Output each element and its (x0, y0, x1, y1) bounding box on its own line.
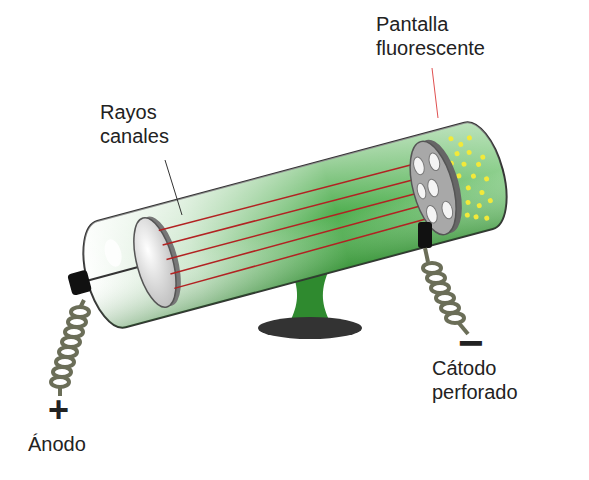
anode-plug (67, 270, 92, 296)
tube-shading (73, 116, 517, 334)
screen-leader-line (432, 68, 438, 118)
tube-body (73, 116, 517, 334)
glass-tube (56, 116, 517, 338)
anode-coil (51, 300, 89, 396)
part-label: Rayos canales (100, 100, 195, 148)
canal-rays (159, 160, 439, 289)
anode-disc (126, 213, 185, 311)
part-label: Pantalla fluorescente (376, 12, 506, 60)
cathode-plug (418, 222, 432, 248)
stand-base (258, 317, 362, 339)
electrode-label: Cátodo perforado (432, 356, 552, 404)
cathode-holes (409, 152, 455, 225)
rays-leader-line (165, 160, 182, 215)
polarity-sign: + (48, 388, 78, 431)
cathode-disc (401, 136, 464, 239)
electrode-label: Ánodo (28, 432, 118, 456)
glass-highlight (102, 237, 125, 268)
